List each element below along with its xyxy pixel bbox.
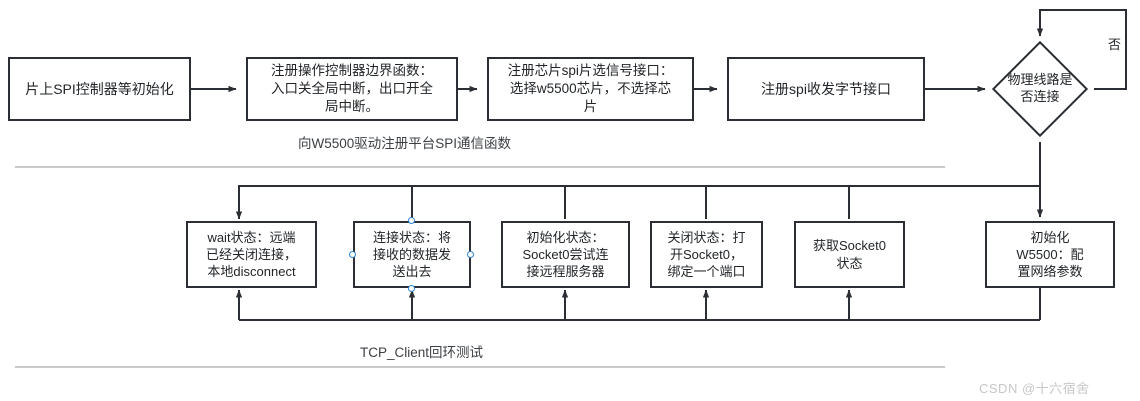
node-register-cs-label: 注册芯片spi片选信号接口： 选择w5500芯片，不选择芯 片 xyxy=(507,63,674,114)
node-spi-init-label: 片上SPI控制器等初始化 xyxy=(25,80,174,97)
node-wait-state[interactable]: wait状态：远端 已经关闭连接， 本地disconnect xyxy=(186,221,317,288)
handle-connect-right[interactable] xyxy=(467,251,474,258)
node-close-state-label: 关闭状态：打 开Socket0， 绑定一个端口 xyxy=(667,229,746,280)
section-divider-bottom xyxy=(15,366,945,368)
node-register-rw-label: 注册spi收发字节接口 xyxy=(761,80,891,97)
node-get-status[interactable]: 获取Socket0 状态 xyxy=(794,221,905,288)
node-get-status-label: 获取Socket0 状态 xyxy=(813,238,886,271)
node-wait-state-label: wait状态：远端 已经关闭连接， 本地disconnect xyxy=(205,229,297,280)
section-caption-tcp: TCP_Client回环测试 xyxy=(360,345,484,360)
branch-label-no: 否 xyxy=(1108,37,1122,52)
node-init-w5500[interactable]: 初始化 W5500：配 置网络参数 xyxy=(985,221,1115,288)
node-spi-init[interactable]: 片上SPI控制器等初始化 xyxy=(8,57,191,121)
node-register-rw[interactable]: 注册spi收发字节接口 xyxy=(727,57,925,121)
node-close-state[interactable]: 关闭状态：打 开Socket0， 绑定一个端口 xyxy=(650,221,763,288)
node-init-state-label: 初始化状态： Socket0尝试连 接远程服务器 xyxy=(522,229,609,280)
section-divider-top xyxy=(15,166,945,168)
node-connect-state[interactable]: 连接状态：将 接收的数据发 送出去 xyxy=(353,221,471,288)
wire-topbus-to-wait xyxy=(235,185,1040,220)
node-init-state[interactable]: 初始化状态： Socket0尝试连 接远程服务器 xyxy=(501,221,630,288)
section-caption-spi: 向W5500驱动注册平台SPI通信函数 xyxy=(298,136,512,151)
node-register-boundary[interactable]: 注册操作控制器边界函数： 入口关全局中断，出口开全 局中断。 xyxy=(246,57,458,121)
handle-connect-top[interactable] xyxy=(408,217,415,224)
node-connect-state-label: 连接状态：将 接收的数据发 送出去 xyxy=(372,229,451,280)
csdn-watermark: CSDN @十六宿舍 xyxy=(979,381,1090,396)
handle-connect-bottom[interactable] xyxy=(408,285,415,292)
node-init-w5500-label: 初始化 W5500：配 置网络参数 xyxy=(1016,229,1084,280)
decision-link-check-label: 物理线路是 否连接 xyxy=(1007,72,1073,104)
handle-connect-left[interactable] xyxy=(349,251,356,258)
node-register-cs[interactable]: 注册芯片spi片选信号接口： 选择w5500芯片，不选择芯 片 xyxy=(487,57,694,121)
node-register-boundary-label: 注册操作控制器边界函数： 入口关全局中断，出口开全 局中断。 xyxy=(271,63,433,114)
